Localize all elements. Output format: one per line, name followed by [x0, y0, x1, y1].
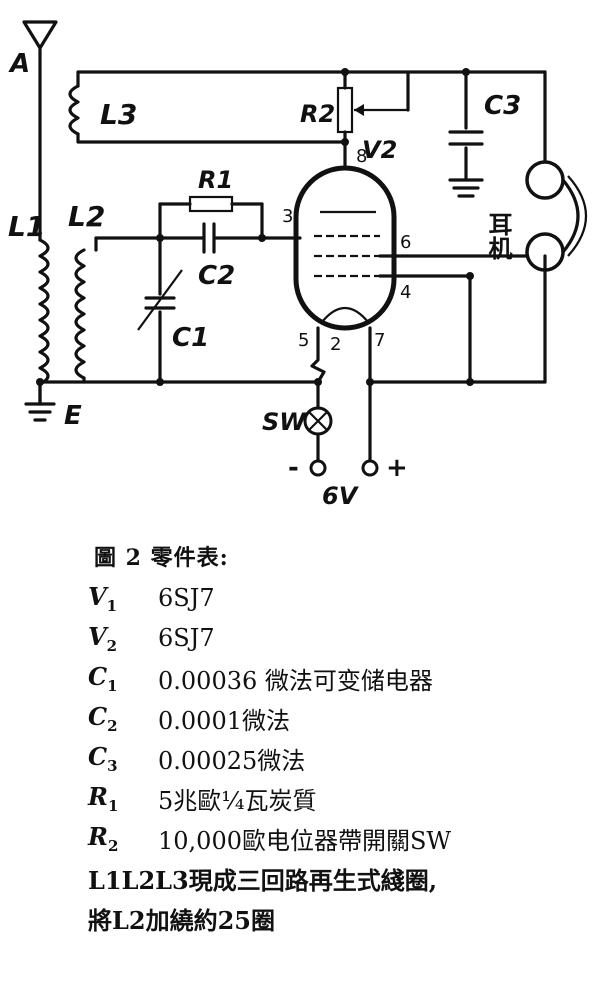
pin-2-label: 2: [330, 334, 341, 355]
part-symbol: C2: [88, 701, 118, 735]
tube-v2: [293, 140, 397, 331]
part-value: 10,000歐电位器帶開關SW: [158, 826, 452, 855]
capacitor-c1-label: C1: [172, 323, 209, 353]
parts-row: C2 0.0001微法: [88, 698, 588, 738]
terminal-plus-label: +: [386, 453, 408, 483]
part-symbol: V2: [88, 621, 118, 655]
pin-6-label: 6: [400, 232, 411, 253]
battery-terminals: [309, 459, 379, 477]
pin-3-label: 3: [282, 206, 293, 227]
tube-v2-label: V2: [362, 136, 397, 164]
capacitor-c1: [137, 236, 183, 384]
part-symbol: C3: [88, 741, 118, 775]
pin-5-label: 5: [298, 330, 309, 351]
coil-l3: [68, 70, 347, 144]
headphones-label: 耳机: [484, 212, 512, 261]
junction-dots: [36, 68, 474, 386]
coil-l2: [74, 236, 162, 384]
part-value: 6SJ7: [158, 584, 215, 612]
part-symbol: V1: [88, 581, 118, 615]
parts-row: V1 6SJ7: [88, 578, 588, 618]
screen-grid-wiring: [378, 254, 547, 384]
filament-wiring: [310, 326, 372, 462]
resistor-r1: [158, 195, 264, 240]
earth-label: E: [64, 401, 82, 431]
part-value: 0.0001微法: [158, 706, 290, 735]
top-rail: [343, 70, 547, 162]
capacitor-c2-label: C2: [198, 261, 235, 291]
coil-note-line-2: 將L2加繞約25圈: [88, 905, 275, 935]
resistor-r1-label: R1: [198, 166, 233, 194]
coil-l1-label: L1: [8, 210, 45, 243]
antenna-symbol: [22, 20, 58, 242]
coil-note-line-1: L1L2L3現成三回路再生式綫圈,: [88, 865, 438, 895]
parts-row: R2 10,000歐电位器帶開關SW: [88, 818, 588, 858]
part-symbol: C1: [88, 661, 118, 695]
coil-l3-label: L3: [100, 98, 137, 131]
potentiometer-r2-label: R2: [300, 100, 335, 128]
battery-label: 6V: [322, 482, 360, 510]
switch-label: SW: [262, 408, 307, 436]
pin-4-label: 4: [400, 282, 411, 303]
potentiometer-r2: [336, 70, 410, 144]
part-symbol: R1: [88, 781, 119, 815]
coil-l2-label: L2: [68, 200, 105, 233]
capacitor-c3: [448, 70, 484, 198]
circuit-schematic: A L1 L2 L3 E C1: [8, 20, 588, 510]
capacitor-c3-label: C3: [484, 91, 521, 121]
terminal-minus-label: -: [288, 453, 299, 483]
part-value: 6SJ7: [158, 624, 215, 652]
parts-row: C3 0.00025微法: [88, 738, 588, 778]
pin-7-label: 7: [374, 330, 385, 351]
parts-row: C1 0.00036 微法可变储电器: [88, 658, 588, 698]
parts-row: V2 6SJ7: [88, 618, 588, 658]
parts-row: R1 5兆歐¼瓦炭質: [88, 778, 588, 818]
part-value: 0.00025微法: [158, 746, 306, 775]
capacitor-c2: [158, 222, 302, 254]
switch-sw: [303, 406, 333, 462]
parts-title: 圖 2 零件表:: [94, 545, 229, 571]
pin-8-label: 8: [356, 146, 367, 167]
antenna-label: A: [8, 49, 30, 79]
part-value: 0.00036 微法可变储电器: [158, 666, 433, 695]
ground-symbol: [24, 402, 56, 422]
part-value: 5兆歐¼瓦炭質: [158, 786, 317, 815]
part-symbol: R2: [88, 821, 119, 855]
headphones-symbol: [525, 160, 588, 272]
